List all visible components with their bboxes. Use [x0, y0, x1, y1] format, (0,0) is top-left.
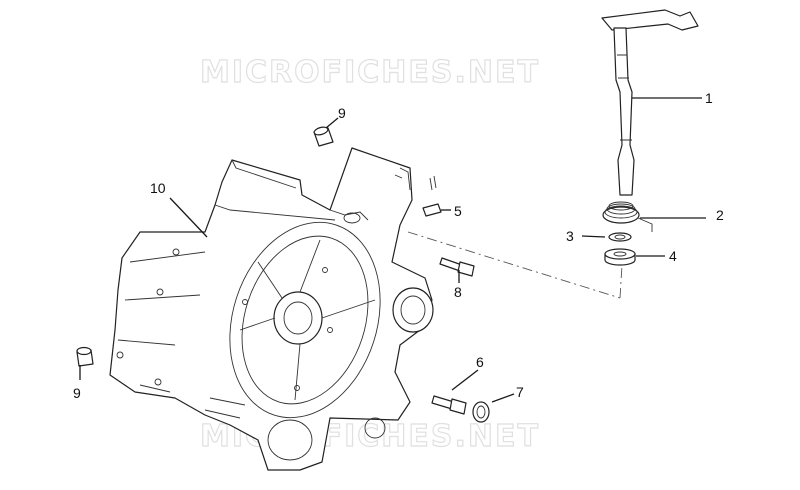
callout-8: 8	[454, 284, 462, 300]
washer-part	[472, 401, 490, 423]
thick-washer-part	[604, 248, 636, 266]
callout-3: 3	[566, 228, 574, 244]
spring-part	[602, 201, 653, 232]
callout-5: 5	[454, 203, 462, 219]
leader-7	[491, 393, 515, 403]
shaft-part	[601, 9, 699, 196]
callout-6: 6	[476, 354, 484, 370]
thin-washer-part	[608, 232, 632, 242]
crankcase-part	[109, 147, 434, 471]
bolt-long-part	[431, 395, 467, 415]
pin-part	[422, 175, 442, 217]
leader-10	[169, 197, 208, 238]
leader-3	[581, 235, 606, 238]
callout-9-left: 9	[73, 385, 81, 401]
leader-9-top	[325, 117, 339, 129]
callout-1: 1	[705, 90, 713, 106]
dowel-pin-top	[313, 126, 334, 147]
watermark-top: MICROFICHES.NET	[200, 55, 540, 90]
callout-9-top: 9	[338, 105, 346, 121]
leader-6	[451, 369, 479, 391]
callout-2: 2	[716, 207, 724, 223]
callout-7: 7	[516, 384, 524, 400]
callout-10: 10	[150, 180, 166, 196]
callout-4: 4	[669, 248, 677, 264]
assembly-axis-line	[407, 231, 623, 299]
leader-lines	[79, 97, 706, 403]
dowel-pin-left	[76, 346, 94, 367]
bolt-short-part	[439, 257, 475, 277]
